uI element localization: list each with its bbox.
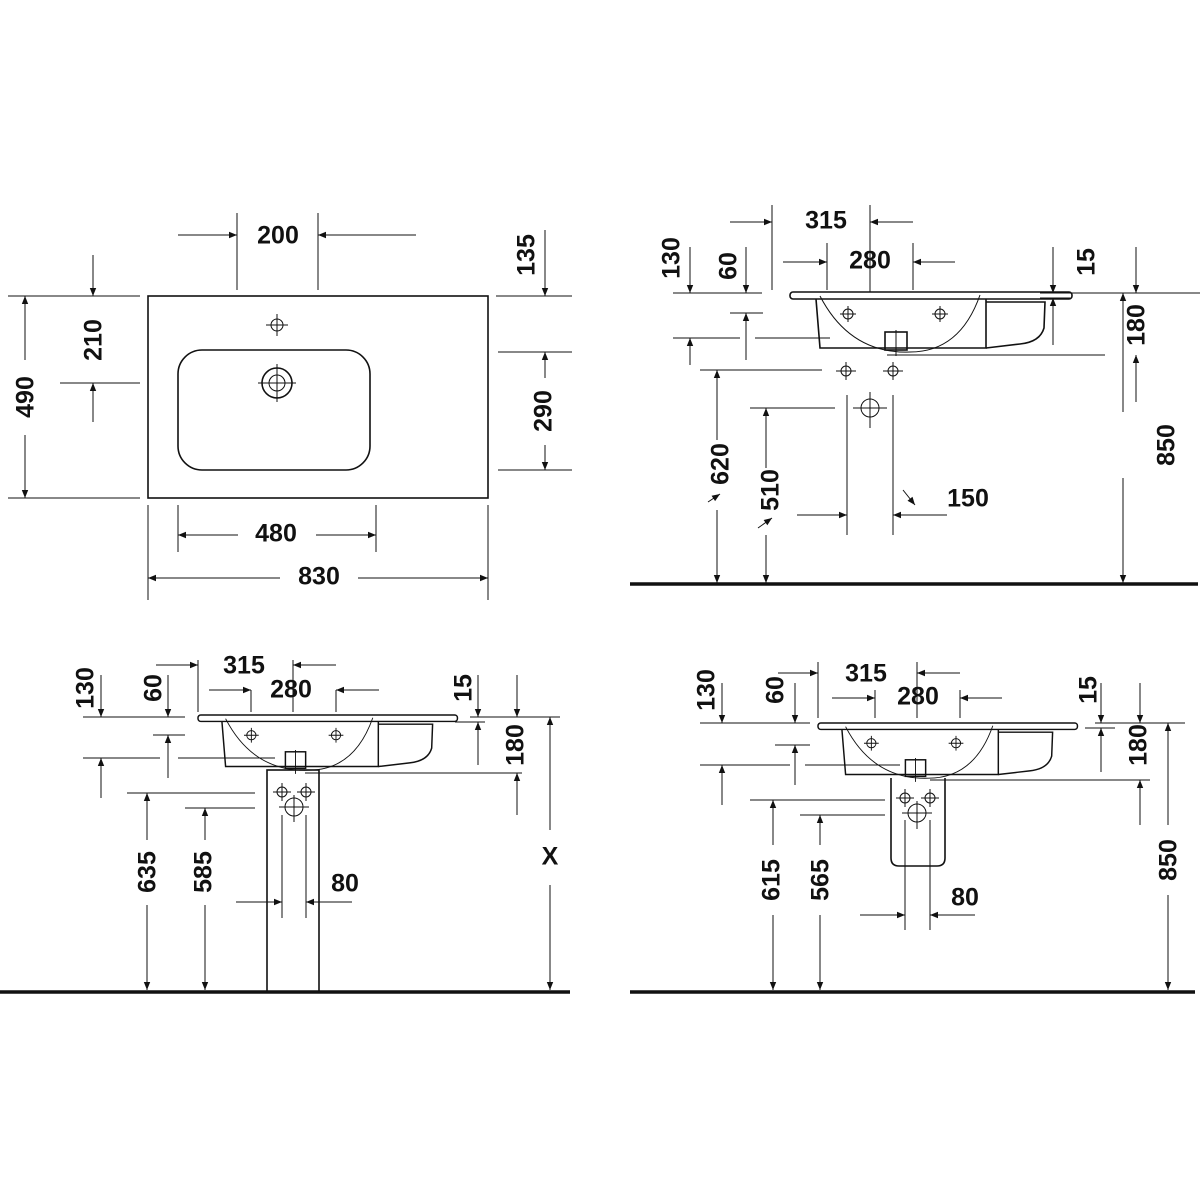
supply-hole-icon — [896, 789, 914, 807]
dim-635: 635 — [134, 851, 162, 893]
supply-hole-icon — [883, 362, 903, 380]
dim-585: 585 — [190, 851, 218, 893]
dim-60: 60 — [762, 676, 790, 704]
drain-icon — [258, 364, 296, 402]
dim-830: 830 — [298, 563, 340, 591]
semi-pedestal-outline — [890, 778, 946, 867]
dim-280: 280 — [897, 683, 939, 711]
dim-315: 315 — [845, 660, 887, 688]
dim-850: 850 — [1155, 839, 1183, 881]
dim-150: 150 — [947, 485, 989, 513]
dim-315: 315 — [805, 207, 847, 235]
dim-315: 315 — [223, 652, 265, 680]
bowl-outline — [177, 349, 371, 471]
basin-side-outline — [789, 291, 1073, 357]
dim-80: 80 — [331, 870, 359, 898]
basin-outline — [147, 295, 489, 499]
pedestal-outline — [266, 769, 320, 993]
supply-hole-icon — [836, 362, 856, 380]
dim-850: 850 — [1153, 424, 1181, 466]
dim-15: 15 — [1073, 248, 1101, 276]
dim-280: 280 — [849, 247, 891, 275]
dim-510: 510 — [757, 469, 785, 511]
dim-130: 130 — [658, 237, 686, 279]
supply-hole-icon — [921, 789, 939, 807]
dim-490: 490 — [12, 376, 40, 418]
dim-210: 210 — [80, 319, 108, 361]
dim-290: 290 — [530, 390, 558, 432]
basin-side-outline — [817, 722, 1079, 783]
tap-hole-icon — [266, 314, 288, 336]
waste-hole-icon — [853, 392, 887, 428]
plan-view: 200 135 290 490 210 480 830 — [8, 213, 572, 600]
semi-pedestal-view: 315 280 130 60 15 180 850 615 565 80 — [630, 660, 1195, 994]
dim-480: 480 — [255, 520, 297, 548]
dim-60: 60 — [715, 252, 743, 280]
dim-200: 200 — [257, 222, 299, 250]
waste-hole-icon — [902, 801, 932, 829]
dim-135: 135 — [513, 234, 541, 276]
dim-15: 15 — [1075, 676, 1103, 704]
dim-130: 130 — [72, 667, 100, 709]
supply-hole-icon — [297, 783, 315, 801]
dim-180: 180 — [502, 724, 530, 766]
dim-180: 180 — [1125, 724, 1153, 766]
supply-hole-icon — [273, 783, 291, 801]
dim-180: 180 — [1123, 304, 1151, 346]
dim-x: X — [542, 843, 559, 871]
dim-620: 620 — [707, 443, 735, 485]
dim-80: 80 — [951, 884, 979, 912]
basin-side-outline — [197, 714, 459, 775]
dim-60: 60 — [140, 674, 168, 702]
pedestal-view: 315 280 130 60 15 180 X 635 585 80 — [0, 652, 570, 994]
dim-15: 15 — [450, 674, 478, 702]
dim-615: 615 — [758, 859, 786, 901]
dim-130: 130 — [693, 669, 721, 711]
wall-mounted-view: 315 280 130 60 15 180 850 620 510 150 — [630, 205, 1200, 586]
dim-565: 565 — [807, 859, 835, 901]
dim-280: 280 — [270, 676, 312, 704]
waste-hole-icon — [279, 795, 309, 822]
